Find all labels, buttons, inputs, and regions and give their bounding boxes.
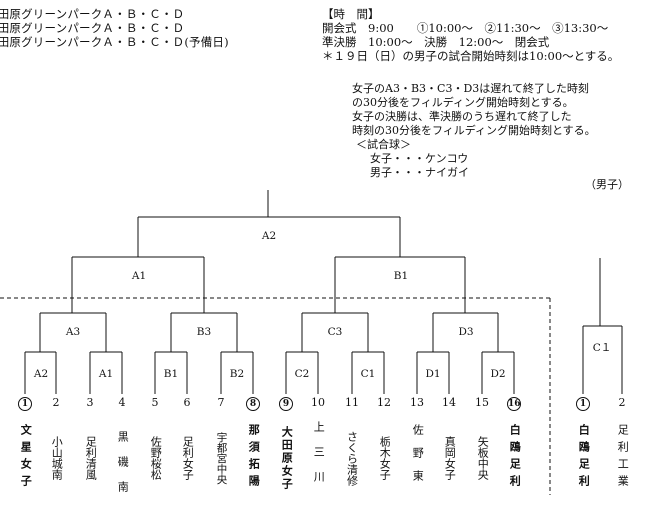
team-name: 小山城南	[50, 436, 64, 480]
team-name: 足利女子	[181, 436, 195, 480]
note-line-3: 女子の決勝は、準決勝のうち遅れて終了した	[352, 110, 572, 123]
match-label-c2: C2	[294, 368, 310, 380]
seed-number: 5	[151, 396, 159, 409]
match-label-c1: C1	[360, 368, 376, 380]
team-name: さくら清修	[345, 430, 359, 486]
note-line-1: 女子のA3・B3・C3・D3は遅れて終了した時刻	[352, 82, 589, 95]
seed-number: 9	[277, 396, 295, 411]
match-label-c3: C3	[327, 326, 343, 338]
team-slot: 11 さくら清修	[343, 396, 361, 504]
team-name: 大田原女子	[280, 425, 294, 491]
match-label-b1: B1	[163, 368, 179, 380]
team-slot: 12 栃木女子	[375, 396, 393, 504]
seed-number: 16	[507, 397, 521, 411]
seed-number: 11	[345, 396, 359, 409]
team-name: 白鴎足利	[508, 424, 522, 492]
team-slot: 6 足利女子	[178, 396, 196, 504]
seed-number: 8	[244, 396, 262, 411]
team-name: 真岡女子	[443, 436, 457, 480]
seed-number: 1	[16, 396, 34, 411]
bracket-lines	[24, 190, 623, 394]
team-slot: 9 大田原女子	[277, 396, 295, 504]
team-name: 白鴎足利	[577, 424, 591, 492]
venue-line-1: 大田原グリーンパークＡ・Ｂ・Ｃ・Ｄ	[0, 7, 185, 21]
seed-number: 10	[311, 396, 325, 409]
team-slot: 10 上三川	[309, 396, 327, 504]
team-slot: 8 那須拓陽	[244, 396, 262, 504]
seed-number: 14	[442, 396, 456, 409]
dashed-divider	[0, 297, 551, 495]
team-name: 矢板中央	[476, 436, 490, 480]
match-label-b3: B3	[196, 326, 212, 338]
match-label-d3: D3	[458, 326, 474, 338]
team-slot: 15 矢板中央	[473, 396, 491, 504]
team-name: 文星女子	[19, 424, 33, 492]
match-label-b1-semi: B1	[393, 270, 409, 282]
match-label-d2: D2	[490, 368, 506, 380]
match-label-a1: A1	[98, 368, 114, 380]
venue-line-3: 大田原グリーンパークＡ・Ｂ・Ｃ・Ｄ(予備日)	[0, 35, 229, 49]
team-slot: 1 白鴎足利	[574, 396, 592, 504]
team-slot: 14 真岡女子	[440, 396, 458, 504]
note-line-2: の30分後をフィルディング開始時刻とする。	[352, 96, 574, 109]
team-slot: 3 足利清風	[81, 396, 99, 504]
team-slot: 2 小山城南	[47, 396, 65, 504]
seed-number: 15	[475, 396, 489, 409]
team-slot: 1 文星女子	[16, 396, 34, 504]
seed-number: 13	[410, 396, 424, 409]
time-line-1: 開会式 9:00 ①10:00～ ②11:30～ ③13:30～	[322, 21, 609, 35]
match-label-a3: A3	[65, 326, 81, 338]
time-line-2: 準決勝 10:00～ 決勝 12:00～ 閉会式	[322, 35, 550, 49]
match-label-a2: A2	[33, 368, 49, 380]
note-ball-girls: 女子・・・ケンコウ	[370, 152, 469, 165]
time-header: 【時 間】	[322, 7, 380, 21]
team-slot: 7 宇都宮中央	[212, 396, 230, 504]
time-line-3: ＊１９日（日）の男子の試合開始時刻は10:00～とする。	[322, 49, 620, 63]
seed-number: 7	[217, 396, 225, 409]
seed-number: 2	[618, 396, 626, 409]
team-slot: 5 佐野桜松	[146, 396, 164, 504]
team-slot: 4 黒磯南	[113, 396, 131, 514]
match-label-b2: B2	[229, 368, 245, 380]
team-slot: 2 足利工業	[613, 396, 631, 504]
match-label-final: A2	[261, 230, 277, 242]
seed-number: 12	[377, 396, 391, 409]
note-line-4: 時刻の30分後をフィルディング開始時刻とする。	[352, 124, 596, 137]
team-slot: 16 白鴎足利	[505, 396, 523, 504]
seed-number: 2	[52, 396, 60, 409]
seed-number: 3	[86, 396, 94, 409]
boys-section-label: （男子）	[585, 178, 629, 191]
team-name: 黒磯南	[116, 430, 130, 506]
seed-number: 4	[118, 396, 126, 409]
venue-line-2: 大田原グリーンパークＡ・Ｂ・Ｃ・Ｄ	[0, 21, 185, 35]
team-name: 栃木女子	[378, 436, 392, 480]
match-label-a1-semi: A1	[131, 270, 147, 282]
team-name: 那須拓陽	[247, 424, 261, 492]
match-label-d1: D1	[425, 368, 441, 380]
team-name: 佐野東	[411, 423, 425, 493]
team-name: 足利工業	[616, 424, 630, 492]
team-name: 宇都宮中央	[215, 431, 228, 485]
team-name: 足利清風	[84, 436, 98, 480]
match-label-boys-c1: C１	[592, 342, 612, 354]
team-name: 上三川	[312, 420, 326, 496]
team-slot: 13 佐野東	[408, 396, 426, 504]
note-ball-header: ＜試合球＞	[356, 138, 411, 151]
team-name: 佐野桜松	[149, 436, 163, 480]
note-ball-boys: 男子・・・ナイガイ	[370, 166, 469, 179]
seed-number: 6	[183, 396, 191, 409]
seed-number: 1	[574, 396, 592, 411]
